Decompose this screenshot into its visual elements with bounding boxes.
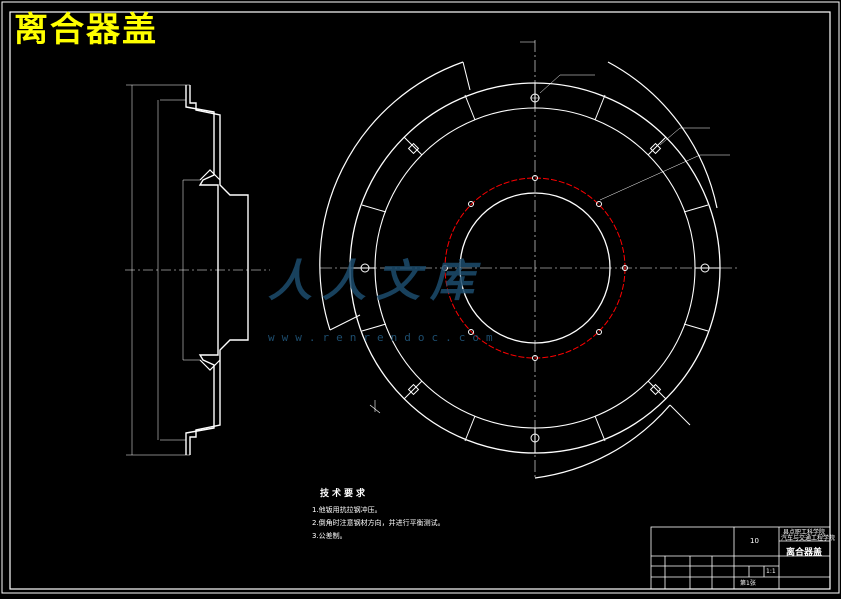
technical-requirements-heading: 技术要求 xyxy=(320,489,369,499)
title-block-scale: 1:1 xyxy=(766,568,776,575)
title-block-school-2: 汽车与交通工程学院 xyxy=(781,535,836,542)
inner-frame xyxy=(9,11,831,590)
title-block-school-1: 县点职工科学院 xyxy=(783,529,826,536)
title-block-drawing-no: 10 xyxy=(750,537,759,545)
title-block-sheet: 第1张 xyxy=(740,580,756,587)
drawing-title: 离合器盖 xyxy=(14,10,158,50)
title-block-frame xyxy=(650,526,831,590)
watermark-text: 人人文库 xyxy=(268,256,484,307)
technical-requirements: 技术要求 1.他钣用抗拉钢冲压。 2.倒角时注意钢材方向，并进行平衡测试。 3.… xyxy=(312,486,445,541)
front-view xyxy=(319,40,740,480)
requirement-item-2: 2.倒角时注意钢材方向，并进行平衡测试。 xyxy=(312,519,445,527)
requirement-item-3: 3.公差制。 xyxy=(312,532,347,540)
requirement-item-1: 1.他钣用抗拉钢冲压。 xyxy=(312,506,382,514)
section-view xyxy=(125,84,270,456)
watermark-url: www.renrendoc.com xyxy=(268,331,500,344)
title-block-part-name: 离合器盖 xyxy=(786,548,823,558)
